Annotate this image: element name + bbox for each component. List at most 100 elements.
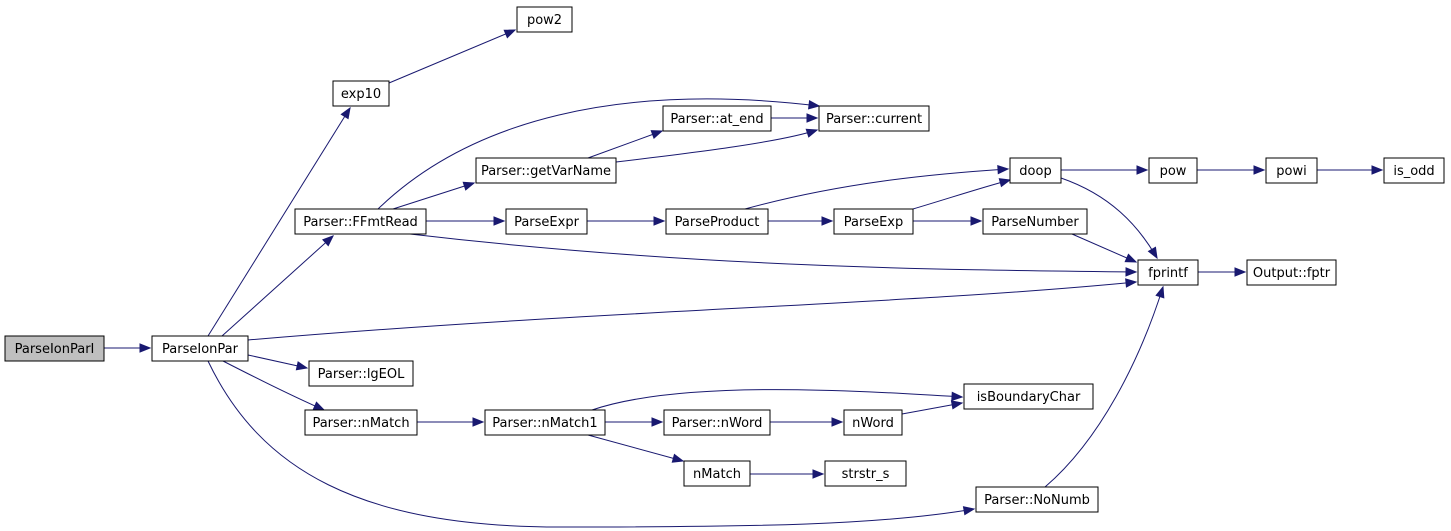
node-box [516,6,573,33]
node-nmatch[interactable]: nMatch [683,460,751,487]
node-box [843,409,903,436]
edge-ParseIonParI-to-ParseIonPar [104,343,152,353]
edge-fprintf-to-fptr [1198,267,1247,277]
arrowhead [671,453,685,463]
edge-ParseIonPar-to-lgEOL [247,354,309,371]
edge-line [392,182,475,210]
arrowhead [1155,285,1165,299]
node-parseproduct[interactable]: ParseProduct [665,208,769,235]
node-label: Parser::lgEOL [318,367,406,382]
node-label: ParseIonParI [15,342,95,357]
node-parseexpr[interactable]: ParseExpr [505,208,588,235]
arrowhead [1371,165,1384,175]
node-pow2[interactable]: pow2 [516,6,573,33]
node-parseionpar[interactable]: ParseIonPar [151,335,249,362]
node-label: Output::fptr [1253,266,1331,281]
node-box [975,486,1099,513]
node-parseexp[interactable]: ParseExp [833,208,914,235]
node-label: pow2 [527,13,562,28]
node-fprintf[interactable]: fprintf [1137,259,1199,286]
edge-line [207,107,351,337]
node-nmatch-p[interactable]: Parser::nMatch [304,409,418,436]
edge-FFmtRead-to-getVarName [392,181,476,210]
node-pow[interactable]: pow [1148,157,1198,184]
arrowhead [322,235,335,247]
node-isboundarychar[interactable]: isBoundaryChar [963,383,1094,410]
edge-ParseExp-to-doop [912,178,1012,210]
node-box [484,409,606,436]
edge-line [221,235,334,337]
edge-nWord-to-isBoundaryChar [901,400,964,415]
edge-line [1060,177,1158,259]
node-lgeol[interactable]: Parser::lgEOL [308,360,414,387]
node-nword-p[interactable]: Parser::nWord [663,409,771,436]
edge-ParseIonPar-to-fprintf [247,278,1138,341]
edge-line [207,360,975,528]
edge-line [377,98,820,210]
arrowhead [1147,246,1158,260]
node-label: Parser::FFmtRead [303,215,418,230]
edge-line [615,129,818,163]
node-label: Parser::getVarName [481,164,611,179]
arrowhead [139,343,152,353]
node-label: exp10 [341,87,381,102]
edge-ParseExpr-to-ParseProduct [587,216,666,226]
arrowhead [831,417,844,427]
edge-nWord_p-to-nWord [770,417,844,427]
node-parseionpari[interactable]: ParseIonParI [4,335,105,362]
node-label: strstr_s [842,467,890,482]
node-parsenumber[interactable]: ParseNumber [982,208,1088,235]
node-label: ParseNumber [991,215,1079,230]
edge-line [1071,233,1137,263]
edge-ParseIonPar-to-exp10 [207,106,351,337]
node-nonumb[interactable]: Parser::NoNumb [975,486,1099,513]
arrowhead [962,506,976,516]
node-label: powi [1276,164,1306,179]
node-box [1383,157,1445,184]
node-is-odd[interactable]: is_odd [1383,157,1445,184]
edge-ParseNumber-to-fprintf [1071,233,1138,263]
edge-doop-to-pow [1061,165,1149,175]
arrowhead [1125,278,1138,288]
node-label: Parser::NoNumb [984,493,1090,508]
edge-doop-to-fprintf [1060,177,1158,260]
node-label: nMatch [693,467,741,482]
arrowhead [472,417,485,427]
node-strstr-s[interactable]: strstr_s [824,460,907,487]
edge-nMatch1-to-isBoundaryChar [591,389,964,411]
edge-powi-to-is_odd [1317,165,1384,175]
arrowhead [805,128,819,138]
node-box [1137,259,1199,286]
node-fptr[interactable]: Output::fptr [1246,259,1337,286]
edge-line [247,281,1137,341]
node-exp10[interactable]: exp10 [332,80,390,107]
node-label: is_odd [1393,164,1434,179]
node-nword[interactable]: nWord [843,409,903,436]
arrowhead [651,417,664,427]
node-box [824,460,907,487]
arrowhead [503,29,517,39]
edge-FFmtRead-to-fprintf [409,233,1138,277]
node-label: Parser::at_end [670,112,763,127]
arrowhead [653,216,666,226]
arrowhead [493,216,506,226]
node-current[interactable]: Parser::current [818,105,930,132]
node-box [308,360,414,387]
edge-ParseExp-to-ParseNumber [913,216,983,226]
node-ffmtread[interactable]: Parser::FFmtRead [294,208,427,235]
arrowhead [295,361,309,371]
edge-getVarName-to-at_end [587,130,664,159]
node-box [663,409,771,436]
arrowhead [950,400,964,410]
node-label: Parser::nWord [672,416,763,431]
edge-pow-to-powi [1197,165,1266,175]
node-at-end[interactable]: Parser::at_end [662,105,772,132]
edge-line [587,130,663,159]
node-powi[interactable]: powi [1265,157,1318,184]
node-nmatch1[interactable]: Parser::nMatch1 [484,409,606,436]
node-getvarname[interactable]: Parser::getVarName [475,157,617,184]
node-doop[interactable]: doop [1009,157,1062,184]
edge-exp10-to-pow2 [388,29,517,84]
node-box [1246,259,1337,286]
